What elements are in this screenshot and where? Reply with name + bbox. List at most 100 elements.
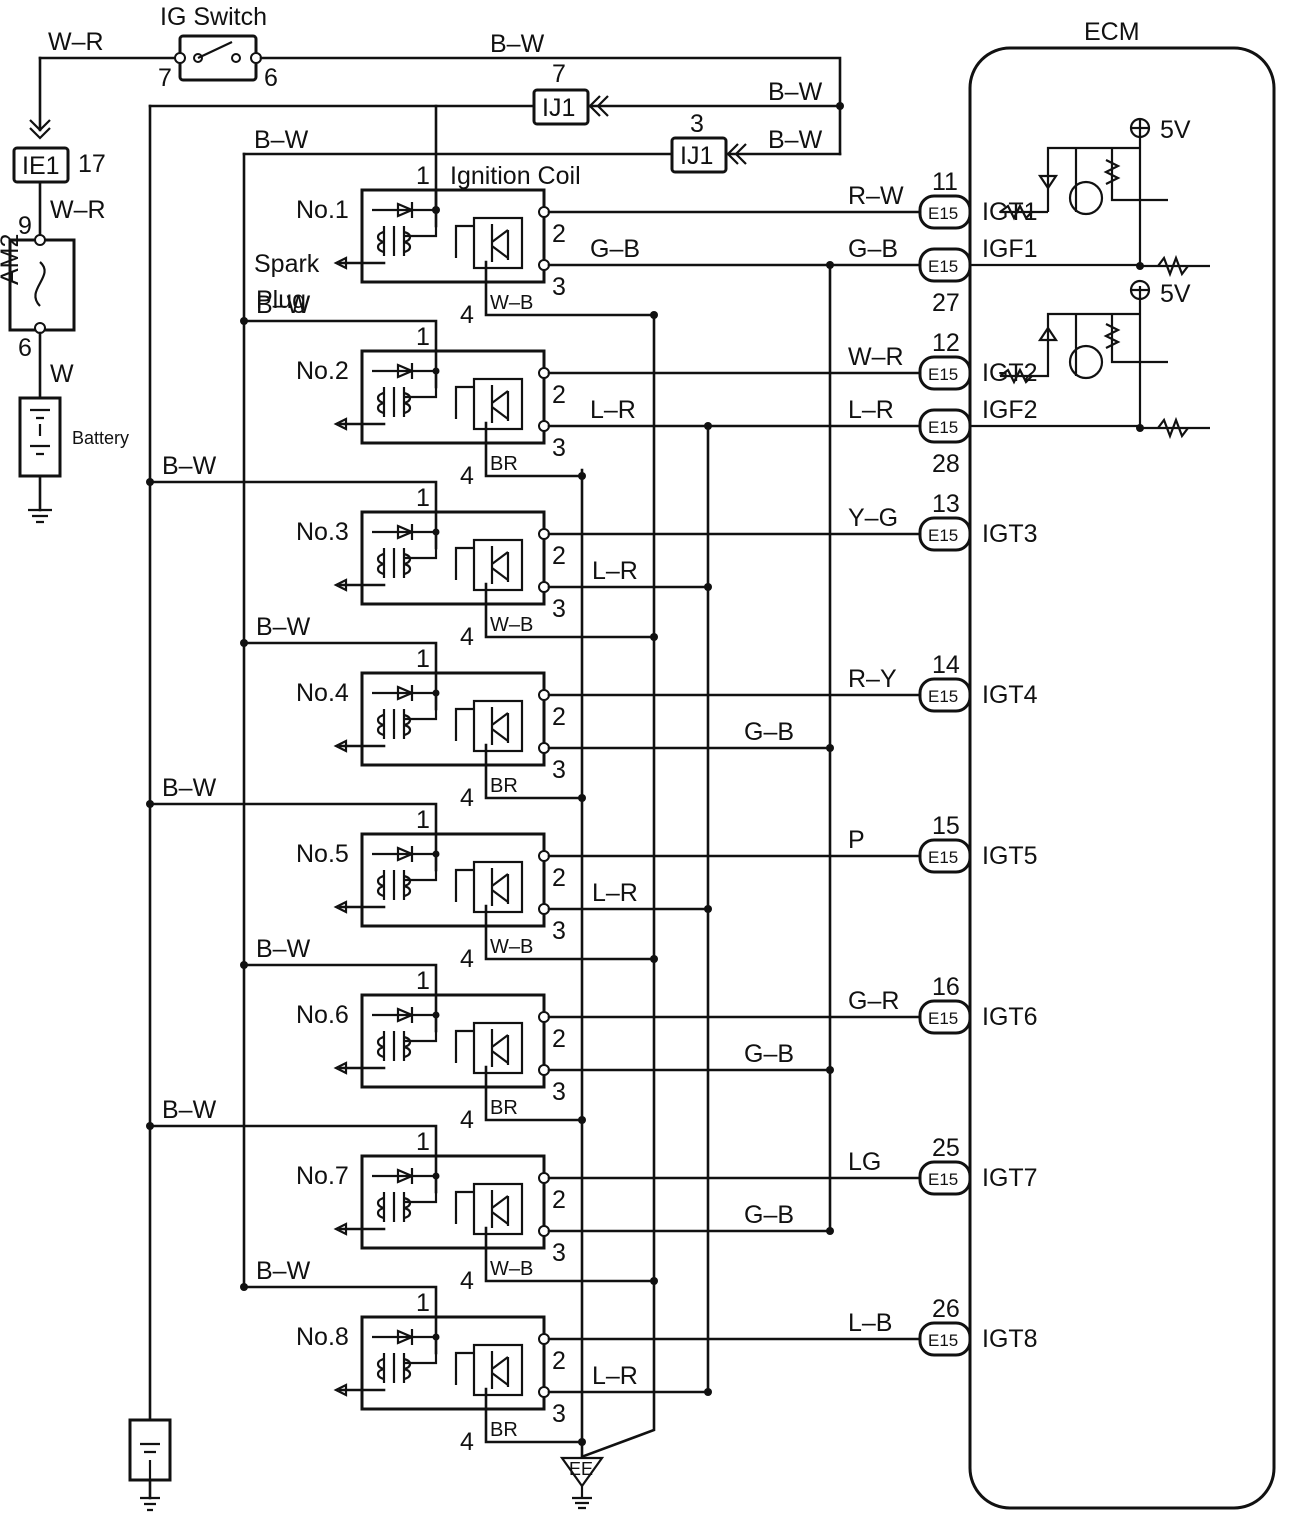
coil-5-ground-color: W–B xyxy=(490,936,533,958)
coil-3-ground-color: W–B xyxy=(490,614,533,636)
coil-8-ground-color: BR xyxy=(490,1419,518,1441)
wire-label-bw-ij1a: B–W xyxy=(768,78,823,106)
coil-7-box xyxy=(360,1154,546,1250)
coil-8-igt-pin: 26 xyxy=(932,1295,960,1323)
coil-8-supply-label: B–W xyxy=(256,1257,311,1285)
coil-1-box xyxy=(360,188,546,284)
coil-8-pin2: 2 xyxy=(552,1347,566,1375)
coil-6-pin2: 2 xyxy=(552,1025,566,1053)
coil-5-igt-color: P xyxy=(848,826,865,854)
coil-8-pin3: 3 xyxy=(552,1400,566,1428)
coil-7-pin2: 2 xyxy=(552,1186,566,1214)
coil-3-box xyxy=(360,510,546,606)
ecm-5v-2: 5V xyxy=(1160,280,1191,308)
coil-4-pin4: 4 xyxy=(460,784,474,812)
ecm: ECM 5V 5V xyxy=(968,18,1276,1510)
ground-ee-label: EE xyxy=(569,1459,593,1479)
coil-1-pin4: 4 xyxy=(460,301,474,329)
coil-7-name: No.7 xyxy=(296,1162,349,1190)
am2-label: AM2 xyxy=(0,234,24,285)
coil-3-igt-connector-label: E15 xyxy=(928,526,958,545)
coil-5-supply-label: B–W xyxy=(162,774,217,802)
coil-2-pin4: 4 xyxy=(460,462,474,490)
wire-label-bw-lower: B–W xyxy=(254,126,309,154)
coil-2-igt-connector xyxy=(918,355,972,391)
coil-8-igt-label: IGT8 xyxy=(982,1325,1038,1353)
coil-2-igf-label: IGF2 xyxy=(982,396,1038,424)
coil-8-igf-color: L–R xyxy=(592,1362,638,1390)
coil-4-igf-color: G–B xyxy=(744,718,794,746)
coil-6-igt-pin: 16 xyxy=(932,973,960,1001)
coil-8-igt-connector xyxy=(918,1321,972,1357)
coil-2-igf-color: L–R xyxy=(590,396,636,424)
coil-1-pin3: 3 xyxy=(552,273,566,301)
coil-4-name: No.4 xyxy=(296,679,349,707)
coil-7-igf-color: G–B xyxy=(744,1201,794,1229)
coil-8-pin1: 1 xyxy=(416,1289,430,1317)
coil-3-pin3: 3 xyxy=(552,595,566,623)
wire-label-bw-ij1b: B–W xyxy=(768,126,823,154)
coil-5-igt-connector xyxy=(918,838,972,874)
coil-2-igt-color: W–R xyxy=(848,343,904,371)
coil-3-pin2: 2 xyxy=(552,542,566,570)
coil-8-name: No.8 xyxy=(296,1323,349,1351)
coil-1-igt-connector xyxy=(918,194,972,230)
supply-buses xyxy=(128,104,440,1512)
ij1-lower-label: IJ1 xyxy=(680,142,713,170)
am2-pin-bottom: 6 xyxy=(18,334,32,362)
coil-6-igt-connector xyxy=(918,999,972,1035)
coil-1-pin2: 2 xyxy=(552,220,566,248)
coil-3-name: No.3 xyxy=(296,518,349,546)
battery-label: Battery xyxy=(72,428,129,448)
coil-8-box xyxy=(360,1315,546,1411)
coil-5-pin4: 4 xyxy=(460,945,474,973)
coil-4-igt-label: IGT4 xyxy=(982,681,1038,709)
coil-4-igt-connector-label: E15 xyxy=(928,687,958,706)
ij1-lower-pin: 3 xyxy=(690,110,704,138)
spark-plug-label-1: Spark xyxy=(254,250,320,278)
coil-3-igt-connector xyxy=(918,516,972,552)
coil-3-igt-label: IGT3 xyxy=(982,520,1038,548)
coil-6-igt-label: IGT6 xyxy=(982,1003,1038,1031)
coil-1-igt-color: R–W xyxy=(848,182,904,210)
ig-switch-label: IG Switch xyxy=(160,3,267,31)
ig-switch-pin-7: 7 xyxy=(158,64,172,92)
coil-5-box xyxy=(360,832,546,928)
coil-4-ground-color: BR xyxy=(490,775,518,797)
coil-2-igf-connector-label: E15 xyxy=(928,418,958,437)
coil-6-pin1: 1 xyxy=(416,967,430,995)
coil-1-igf-label: IGF1 xyxy=(982,235,1038,263)
coil-2-pin1: 1 xyxy=(416,323,430,351)
ie1-label: IE1 xyxy=(22,152,60,180)
coil-4-igt-color: R–Y xyxy=(848,665,897,693)
coil-3-igt-pin: 13 xyxy=(932,490,960,518)
coil-4-pin1: 1 xyxy=(416,645,430,673)
coil-7-igt-label: IGT7 xyxy=(982,1164,1038,1192)
coil-5-pin1: 1 xyxy=(416,806,430,834)
coil-7-igt-connector xyxy=(918,1160,972,1196)
coil-7-igt-color: LG xyxy=(848,1148,881,1176)
coil-7-supply-label: B–W xyxy=(162,1096,217,1124)
coil-1-igt-connector-label: E15 xyxy=(928,204,958,223)
supply-circuit: W–R IE1 17 W–R 9 AM2 6 W Battery xyxy=(0,28,182,524)
coil-2-pin3: 3 xyxy=(552,434,566,462)
wire-label-bw-top: B–W xyxy=(490,30,545,58)
coil-2-igt-pin: 12 xyxy=(932,329,960,357)
ecm-label: ECM xyxy=(1084,18,1140,46)
ig-switch[interactable]: IG Switch 7 6 xyxy=(158,3,278,92)
coil-6-igf-color: G–B xyxy=(744,1040,794,1068)
coil-6-ground-color: BR xyxy=(490,1097,518,1119)
coil-4-pin2: 2 xyxy=(552,703,566,731)
coil-1-igt-pin: 11 xyxy=(932,168,958,196)
coil-3-pin4: 4 xyxy=(460,623,474,651)
coil-5-name: No.5 xyxy=(296,840,349,868)
coil-7-igt-connector-label: E15 xyxy=(928,1170,958,1189)
coil-3-supply-label: B–W xyxy=(162,452,217,480)
ij1-upper-label: IJ1 xyxy=(542,94,575,122)
coil-5-igt-pin: 15 xyxy=(932,812,960,840)
coil-2-igt-label: IGT2 xyxy=(982,359,1038,387)
coil-5-pin2: 2 xyxy=(552,864,566,892)
coil-5-pin3: 3 xyxy=(552,917,566,945)
